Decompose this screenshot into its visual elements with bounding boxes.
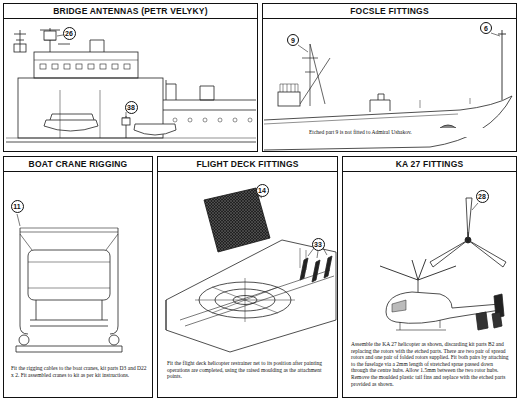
panel-heading: FLIGHT DECK FITTINGS bbox=[158, 157, 337, 172]
instruction-note: Fit the rigging cables to the boat crane… bbox=[10, 364, 148, 379]
instruction-panel: FOCSLE FITTINGS Etched part 9 is not fitt… bbox=[262, 3, 517, 152]
panel-heading: BOAT CRANE RIGGING bbox=[4, 157, 152, 172]
callout-number: 6 bbox=[484, 25, 488, 32]
callout-circle: 9 bbox=[287, 34, 299, 46]
instruction-note: Assemble the KA 27 helicopter as shown, … bbox=[350, 340, 512, 388]
panel-heading: FOCSLE FITTINGS bbox=[263, 4, 516, 19]
callout-circle: 26 bbox=[63, 27, 76, 40]
instruction-note: Etched part 9 is not fitted to Admiral U… bbox=[308, 128, 500, 137]
callout-circle: 11 bbox=[11, 200, 24, 213]
callout-circle: 14 bbox=[256, 184, 269, 197]
callout-number: 14 bbox=[258, 187, 266, 194]
panel-heading: BRIDGE ANTENNAS (PETR VELYKY) bbox=[4, 4, 257, 19]
callout-number: 38 bbox=[127, 104, 135, 111]
callout-number: 9 bbox=[291, 37, 295, 44]
instruction-panel: BRIDGE ANTENNAS (PETR VELYKY) 26 38 bbox=[3, 3, 258, 152]
instruction-panel: FLIGHT DECK FITTINGS Fit the flight deck … bbox=[157, 156, 338, 398]
callout-circle: 38 bbox=[125, 101, 138, 114]
instruction-note: Fit the flight deck helicopter restraine… bbox=[166, 359, 333, 381]
panel-heading: KA 27 FITTINGS bbox=[343, 157, 516, 172]
callout-circle: 28 bbox=[476, 190, 489, 203]
instruction-panel: KA 27 FITTINGS Assemble the KA 27 helicop… bbox=[342, 156, 517, 398]
callout-circle: 6 bbox=[480, 22, 492, 34]
callout-number: 11 bbox=[13, 203, 20, 210]
callout-circle: 33 bbox=[312, 238, 325, 251]
callout-number: 26 bbox=[65, 30, 73, 37]
instruction-panel: BOAT CRANE RIGGING Fit the rigging cables… bbox=[3, 156, 153, 398]
callout-number: 33 bbox=[314, 241, 322, 248]
callout-number: 28 bbox=[478, 193, 486, 200]
